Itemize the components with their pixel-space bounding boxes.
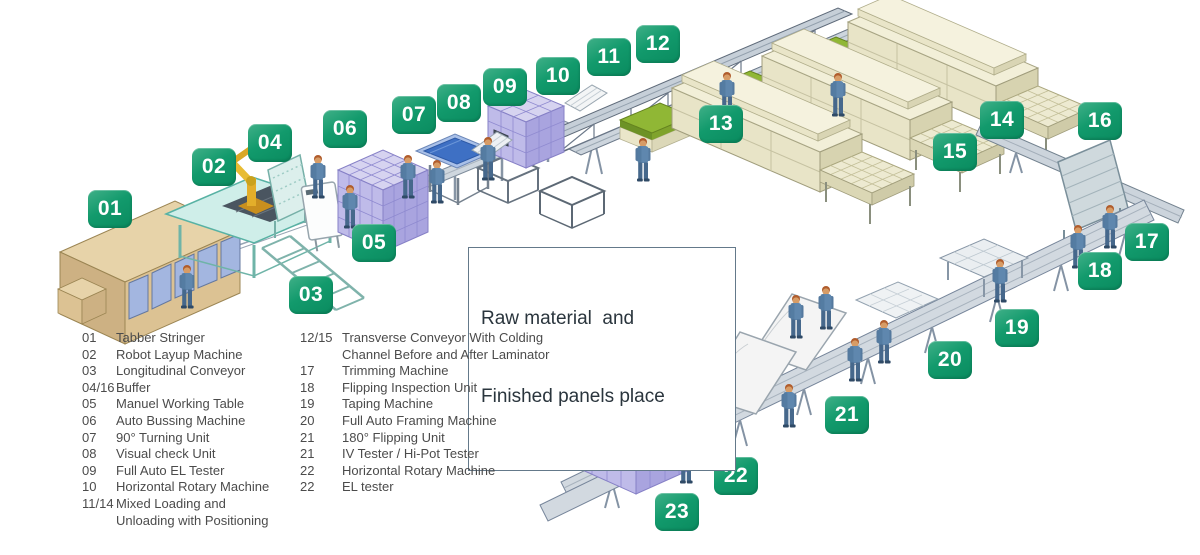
legend-item: 20 Full Auto Framing Machine bbox=[300, 413, 549, 430]
legend-item-label: IV Tester / Hi-Pot Tester bbox=[342, 446, 479, 462]
stairs bbox=[261, 235, 365, 311]
annotation-line-1: Raw material and bbox=[481, 308, 635, 329]
buffer-panel bbox=[267, 153, 311, 238]
legend-item-label: Full Auto Framing Machine bbox=[342, 412, 497, 428]
el-tester-stack bbox=[486, 89, 566, 169]
legend-item-label: Mixed Loading and Unloading with Positio… bbox=[116, 495, 269, 528]
legend-column-2: 12/15 Transverse Conveyor With Colding Ch… bbox=[300, 330, 549, 496]
taping-table bbox=[938, 238, 1030, 297]
legend-item-label: Horizontal Rotary Machine bbox=[342, 462, 496, 478]
legend-item: 05 Manuel Working Table bbox=[82, 396, 300, 413]
visual-check-frame bbox=[475, 153, 541, 204]
legend-item: 18 Flipping Inspection Unit bbox=[300, 380, 549, 397]
legend-item-number: 18 bbox=[300, 379, 315, 395]
legend-item-number: 04/16 bbox=[82, 379, 115, 395]
legend-item: 22 Horizontal Rotary Machine bbox=[300, 463, 549, 480]
legend-item-label: Transverse Conveyor With Colding Channel… bbox=[342, 330, 550, 362]
legend-item-number: 01 bbox=[82, 330, 97, 345]
annotation-line-2: Finished panels place bbox=[481, 386, 665, 407]
legend-item: 17 Trimming Machine bbox=[300, 363, 549, 380]
legend-item: 12/15 Transverse Conveyor With Colding Ch… bbox=[300, 330, 549, 363]
legend-item-number: 17 bbox=[300, 363, 315, 379]
legend-item: 22 EL tester bbox=[300, 479, 549, 496]
legend-item-label: Taping Machine bbox=[342, 396, 434, 412]
legend-item-label: Auto Bussing Machine bbox=[116, 412, 246, 428]
legend-item: 03 Longitudinal Conveyor bbox=[82, 363, 300, 380]
raw-material-annotation: Raw material and Finished panels place bbox=[468, 247, 736, 471]
legend-item-label: Tabber Stringer bbox=[116, 330, 205, 345]
legend-item-number: 10 bbox=[82, 479, 97, 495]
legend-item-number: 06 bbox=[82, 412, 97, 428]
legend-item-label: Flipping Inspection Unit bbox=[342, 379, 478, 395]
steel-frame-table bbox=[537, 175, 607, 229]
legend-item-number: 21 bbox=[300, 446, 315, 462]
legend-item-label: 180° Flipping Unit bbox=[342, 429, 445, 445]
legend-item-number: 05 bbox=[82, 396, 97, 412]
legend-item-number: 02 bbox=[82, 346, 97, 362]
legend-item-label: 90° Turning Unit bbox=[116, 429, 210, 445]
legend-item-number: 08 bbox=[82, 446, 97, 462]
legend-item-label: Trimming Machine bbox=[342, 363, 449, 379]
legend-item-label: Longitudinal Conveyor bbox=[116, 363, 246, 379]
legend-item-number: 03 bbox=[82, 363, 97, 379]
legend-item-number: 07 bbox=[82, 429, 97, 445]
legend-item-label: Buffer bbox=[116, 379, 151, 395]
legend-item: 08 Visual check Unit bbox=[82, 446, 300, 463]
legend-item: 21 IV Tester / Hi-Pot Tester bbox=[300, 446, 549, 463]
legend-item-label: Visual check Unit bbox=[116, 446, 216, 462]
legend-item-number: 12/15 bbox=[300, 330, 333, 345]
legend-item-number: 22 bbox=[300, 479, 315, 495]
legend-item: 07 90° Turning Unit bbox=[82, 430, 300, 447]
legend-item-number: 09 bbox=[82, 462, 97, 478]
legend-item-number: 21 bbox=[300, 429, 315, 445]
legend-item: 09 Full Auto EL Tester bbox=[82, 463, 300, 480]
legend-item: 21 180° Flipping Unit bbox=[300, 430, 549, 447]
legend-item: 19 Taping Machine bbox=[300, 396, 549, 413]
legend-item-number: 22 bbox=[300, 462, 315, 478]
turning-unit bbox=[414, 133, 498, 205]
legend-item: 01 Tabber Stringer bbox=[82, 330, 300, 347]
legend-item: 02 Robot Layup Machine bbox=[82, 347, 300, 364]
legend-item-label: Manuel Working Table bbox=[116, 396, 245, 412]
legend-item: 06 Auto Bussing Machine bbox=[82, 413, 300, 430]
legend-item-label: Robot Layup Machine bbox=[116, 346, 243, 362]
framing-panel bbox=[854, 281, 940, 319]
legend-item-number: 11/14 bbox=[82, 495, 114, 511]
legend-item-number: 19 bbox=[300, 396, 315, 412]
legend-item-number: 20 bbox=[300, 412, 315, 428]
legend-item-label: EL tester bbox=[342, 479, 394, 495]
legend-item: 10 Horizontal Rotary Machine bbox=[82, 479, 300, 496]
legend-item-label: Full Auto EL Tester bbox=[116, 462, 225, 478]
legend-item-label: Horizontal Rotary Machine bbox=[116, 479, 270, 495]
